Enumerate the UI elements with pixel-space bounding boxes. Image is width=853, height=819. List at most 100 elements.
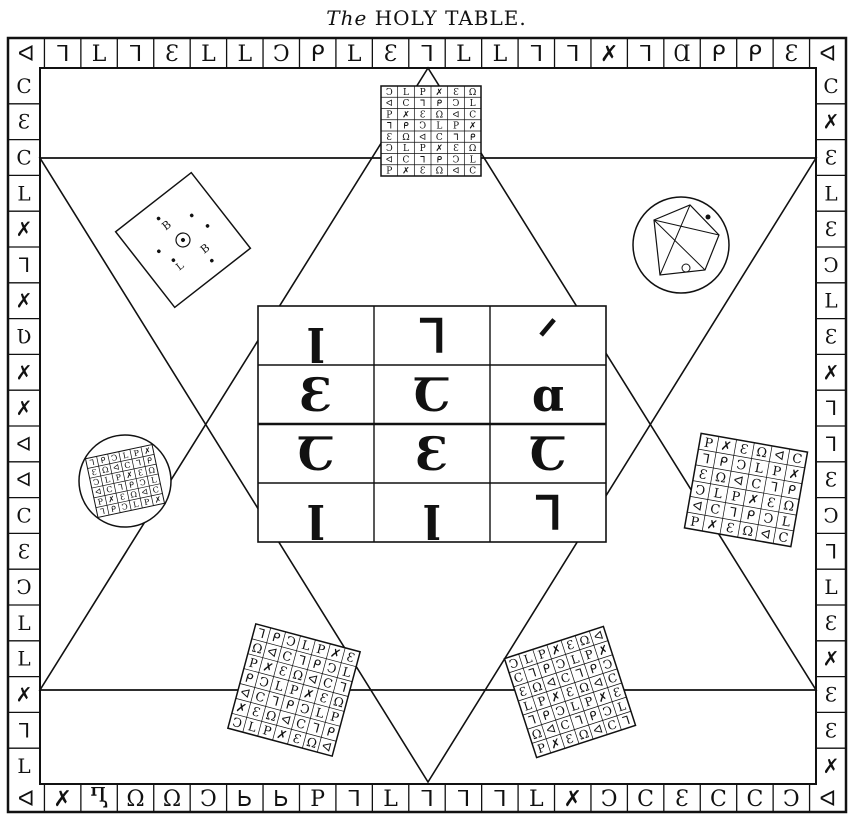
top-glyph: ᑭ bbox=[311, 42, 325, 67]
seal-mark: ᑭ bbox=[403, 122, 409, 132]
left-glyph: ✗ bbox=[16, 360, 33, 384]
bottom-glyph: Ↄ bbox=[783, 787, 800, 812]
seal-mark: C bbox=[436, 133, 443, 143]
bottom-glyph: ✗ bbox=[53, 787, 71, 812]
left-glyph: ✗ bbox=[16, 289, 33, 313]
top-glyph: L bbox=[456, 42, 471, 67]
seal-mark: P bbox=[386, 110, 392, 120]
right-glyph: L bbox=[824, 575, 837, 599]
seal-mark: ᐊ bbox=[386, 155, 393, 165]
seal-mark: Ↄ bbox=[386, 88, 393, 98]
center-grid-glyph: Ɛ bbox=[299, 368, 332, 422]
bottom-glyph: Ⴂ bbox=[90, 787, 108, 812]
right-glyph: ✗ bbox=[823, 360, 840, 384]
right-circle-pentacle bbox=[633, 197, 729, 293]
center-grid-glyph: ꞁ bbox=[307, 309, 324, 364]
left-glyph: C bbox=[16, 146, 31, 170]
center-grid-glyph: ᒣ bbox=[534, 486, 562, 540]
seal-mark: P bbox=[420, 88, 426, 98]
seal-mark: ᒣ bbox=[453, 133, 459, 143]
right-glyph: Ɛ bbox=[825, 468, 837, 492]
seal-mark: Ɛ bbox=[420, 110, 426, 120]
right-glyph: ✗ bbox=[823, 754, 840, 778]
seal-mark: L bbox=[403, 144, 409, 154]
seal-mark: ᐊ bbox=[453, 167, 460, 177]
seal-mark: Ɛ bbox=[387, 133, 393, 143]
top-glyph: ᐊ bbox=[819, 42, 836, 67]
right-glyph: Ɛ bbox=[825, 217, 837, 241]
seal-mark: ✗ bbox=[402, 167, 410, 177]
top-glyph: ᒣ bbox=[420, 42, 433, 67]
seal-mark: ✗ bbox=[469, 122, 477, 132]
seal-mark: Ɛ bbox=[453, 144, 459, 154]
left-glyph: ᐊ bbox=[16, 432, 31, 456]
center-grid-glyph: ᒣ bbox=[418, 309, 446, 363]
left-glyph: Ɛ bbox=[18, 110, 30, 134]
top-glyph: L bbox=[92, 42, 107, 67]
bottom-glyph: ᒣ bbox=[347, 787, 360, 812]
top-glyph: L bbox=[493, 42, 508, 67]
left-glyph: ᐊ bbox=[16, 468, 31, 492]
left-glyph: ᒣ bbox=[18, 718, 30, 742]
seal-mark: ᒣ bbox=[420, 155, 426, 165]
top-glyph: Ↄ bbox=[273, 42, 290, 67]
seal-mark: ᐊ bbox=[453, 110, 460, 120]
right-glyph: ᒣ bbox=[825, 396, 837, 420]
center-grid-glyph: ᐟ bbox=[538, 309, 557, 363]
seal-mark: P bbox=[420, 144, 426, 154]
center-grid-glyph: Ꞇ bbox=[298, 427, 335, 481]
right-glyph: Ɛ bbox=[825, 718, 837, 742]
top-glyph: ᒣ bbox=[566, 42, 579, 67]
right-letter-square: P✗ƐΩᐊCᒣᑭↃLP✗ƐΩᐊCᒣᑭↃLP✗ƐΩᐊCᒣᑭↃLP✗ƐΩᐊC bbox=[684, 433, 807, 547]
top-glyph: ᐊ bbox=[18, 42, 35, 67]
bottom-glyph: ᒣ bbox=[457, 787, 470, 812]
right-glyph: Ɛ bbox=[825, 325, 837, 349]
seal-mark: ✗ bbox=[402, 110, 410, 120]
seal-mark: Ↄ bbox=[453, 99, 460, 109]
top-glyph: Ɑ bbox=[673, 42, 690, 67]
left-circle-letter-seal: ᒣᑭↃLP✗ƐΩᐊCᒣᑭↃLP✗ƐΩᐊCᒣᑭↃLP✗ƐΩᐊCᒣᑭↃLP✗ bbox=[79, 435, 171, 527]
bottom-glyph: Ↄ bbox=[200, 787, 217, 812]
seal-mark: C bbox=[469, 167, 476, 177]
top-glyph: ᑭ bbox=[748, 42, 762, 67]
left-glyph: L bbox=[17, 754, 30, 778]
right-glyph: L bbox=[824, 289, 837, 313]
seal-mark: Ω bbox=[436, 110, 443, 120]
seal-mark: ᐊ bbox=[419, 133, 426, 143]
left-glyph: ✗ bbox=[16, 396, 33, 420]
right-glyph: ✗ bbox=[823, 110, 840, 134]
left-glyph: ✗ bbox=[16, 217, 33, 241]
top-glyph: Ɛ bbox=[784, 42, 798, 67]
top-glyph: L bbox=[201, 42, 216, 67]
bottom-glyph: Ω bbox=[126, 787, 144, 812]
top-glyph: ✗ bbox=[600, 42, 618, 67]
seal-mark: C bbox=[403, 99, 410, 109]
seal-mark: ᒣ bbox=[387, 122, 393, 132]
seal-mark: Ω bbox=[469, 144, 476, 154]
center-grid: ꞁᒣᐟƐꞆɑꞆƐꞆꞁꞁᒣ bbox=[258, 306, 606, 542]
bottom-glyph: C bbox=[637, 787, 654, 812]
seal-mark: P bbox=[386, 167, 392, 177]
top-glyph: ᒣ bbox=[129, 42, 142, 67]
left-glyph: L bbox=[17, 611, 30, 635]
border-top: ᐊᒣLᒣƐLLↃᑭLƐᒣLLᒣᒣ✗ᒣⱭᑭᑭƐᐊ bbox=[18, 38, 836, 68]
left-glyph: L bbox=[17, 181, 30, 205]
seal-mark: L bbox=[436, 122, 442, 132]
right-glyph: ᒣ bbox=[825, 432, 837, 456]
seal-mark: Ↄ bbox=[419, 122, 426, 132]
left-glyph: Ʋ bbox=[16, 325, 31, 349]
bottom-glyph: ᒣ bbox=[420, 787, 433, 812]
right-glyph: ᒣ bbox=[825, 539, 837, 563]
seal-mark: ᑭ bbox=[437, 99, 443, 109]
seal-mark: L bbox=[470, 155, 476, 165]
seal-mark: L bbox=[403, 88, 409, 98]
bottom-glyph: C bbox=[710, 787, 727, 812]
bottom-glyph: Ꮟ bbox=[274, 787, 288, 812]
center-grid-glyph: ɑ bbox=[532, 368, 564, 422]
seal-mark: ᒣ bbox=[420, 99, 426, 109]
seal-mark: ᑭ bbox=[437, 155, 443, 165]
